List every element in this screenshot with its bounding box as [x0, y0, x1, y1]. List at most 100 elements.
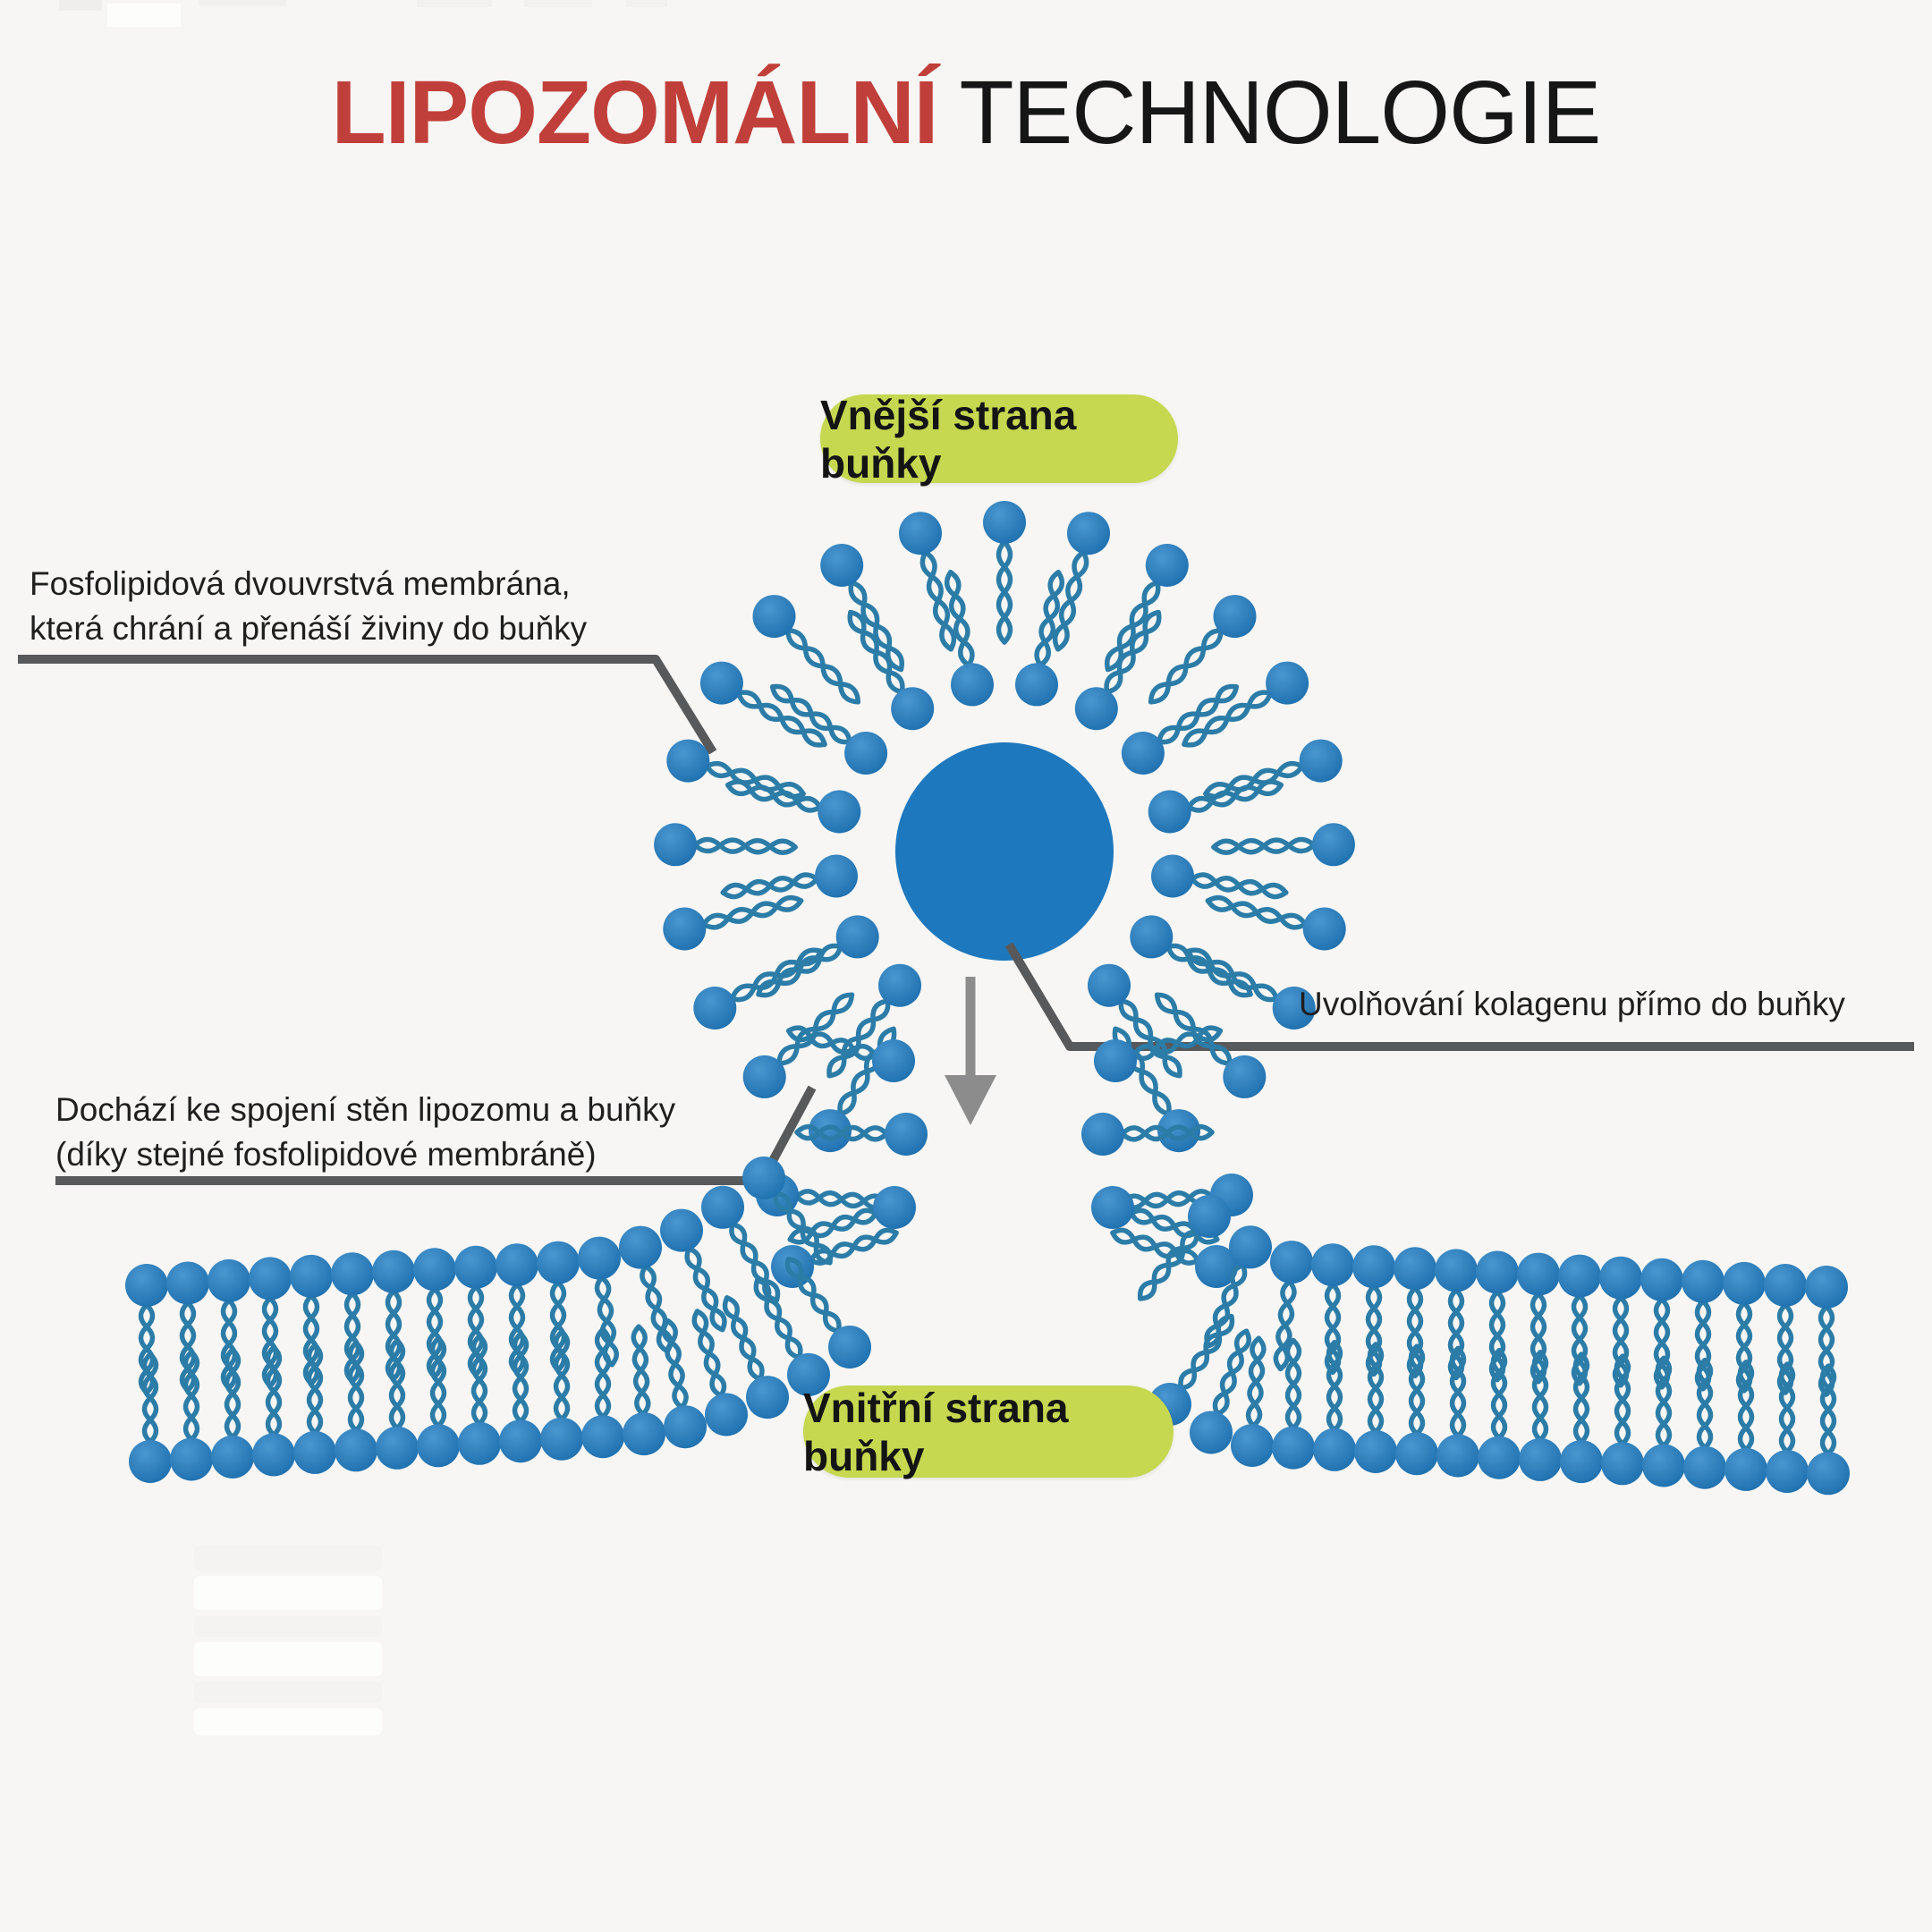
phospholipid-icon [1130, 915, 1253, 998]
phospholipid-icon [752, 595, 861, 705]
phospholipid-icon [623, 1324, 665, 1456]
phospholipid-icon [756, 915, 879, 998]
phospholipid-icon [1211, 823, 1355, 867]
callout-line-membrane [18, 655, 717, 755]
phospholipid-icon [1015, 570, 1065, 707]
phospholipid-icon [899, 512, 957, 652]
phospholipid-icon [619, 1225, 674, 1354]
phospholipid-icon [1640, 1258, 1683, 1390]
phospholipid-icon [578, 1236, 621, 1368]
phospholipid-icon [1766, 1361, 1809, 1494]
phospholipid-icon [1807, 1363, 1850, 1496]
phospholipid-icon [663, 894, 804, 951]
phospholipid-icon [211, 1347, 254, 1479]
annotation-release: Uvolňování kolagenu přímo do buňky [1299, 982, 1845, 1027]
phospholipid-icon [1074, 609, 1162, 731]
phospholipid-icon [1203, 739, 1343, 800]
annotation-fusion-line1: Dochází ke spojení stěn lipozomu a buňky [55, 1091, 676, 1128]
phospholipid-icon [769, 683, 888, 775]
phospholipid-icon [1558, 1254, 1601, 1386]
phospholipid-icon [794, 1113, 928, 1156]
phospholipid-icon [1560, 1352, 1603, 1484]
phospholipid-icon [458, 1334, 501, 1465]
phospholipid-icon [661, 1318, 707, 1449]
phospholipid-icon [540, 1328, 583, 1461]
phospholipid-icon [1436, 1345, 1479, 1478]
phospholipid-icon [1231, 1335, 1274, 1467]
annotation-fusion: Dochází ke spojení stěn lipozomu a buňky… [55, 1088, 675, 1177]
label-inner-side: Vnitřní strana buňky [803, 1384, 1174, 1479]
phospholipid-icon [1190, 1328, 1251, 1454]
phospholipid-icon [826, 963, 921, 1079]
phospholipid-icon [944, 570, 994, 707]
phospholipid-icon [1272, 1337, 1315, 1470]
phospholipid-icon [1105, 544, 1189, 673]
label-outer-side-text: Vnější strana buňky [820, 391, 1077, 487]
phospholipid-icon [847, 609, 935, 731]
phospholipid-icon [1352, 1245, 1395, 1377]
release-arrow-icon [945, 977, 996, 1125]
phospholipid-icon [722, 1295, 789, 1419]
phospholipid-icon [1354, 1342, 1397, 1473]
phospholipid-icon [1148, 779, 1284, 834]
title-rest: TECHNOLOGIE [959, 63, 1601, 163]
phospholipid-icon [1395, 1343, 1438, 1476]
phospholipid-icon [654, 823, 798, 867]
phospholipid-icon [983, 501, 1026, 645]
phospholipid-icon [293, 1343, 336, 1474]
phospholipid-icon [699, 661, 827, 748]
phospholipid-icon [1311, 1243, 1354, 1375]
phospholipid-icon [1148, 595, 1257, 705]
phospholipid-icon [820, 544, 904, 673]
phospholipid-icon [691, 1309, 748, 1436]
phospholipid-icon [1151, 854, 1289, 900]
annotation-membrane: Fosfolipidová dvouvrstvá membrána, která… [30, 562, 587, 651]
phospholipid-icon [208, 1258, 250, 1391]
phospholipid-icon [1683, 1357, 1726, 1489]
phospholipid-icon [693, 947, 823, 1030]
phospholipid-icon [785, 1025, 915, 1082]
phospholipid-icon [1137, 1195, 1231, 1301]
phospholipid-icon [742, 1157, 833, 1266]
phospholipid-icon [753, 1277, 830, 1396]
phospholipid-icon [1805, 1266, 1848, 1397]
collagen-core [895, 742, 1114, 961]
title-accent: LIPOZOMÁLNÍ [331, 63, 939, 163]
annotation-membrane-line1: Fosfolipidová dvouvrstvá membrána, [30, 565, 571, 602]
phospholipid-icon [1642, 1355, 1685, 1487]
phospholipid-icon [666, 739, 806, 800]
phospholipid-icon [1435, 1249, 1478, 1381]
phospholipid-icon [1186, 947, 1316, 1030]
phospholipid-icon [720, 854, 858, 900]
phospholipid-layer [125, 501, 1850, 1496]
phospholipid-icon [499, 1331, 542, 1463]
phospholipid-icon [1517, 1252, 1560, 1385]
phospholipid-icon [129, 1352, 172, 1483]
annotation-release-line1: Uvolňování kolagenu přímo do buňky [1299, 986, 1845, 1022]
callout-line-release [1004, 942, 1914, 1051]
phospholipid-icon [252, 1344, 295, 1477]
label-inner-side-text: Vnitřní strana buňky [803, 1384, 1069, 1479]
phospholipid-icon [1478, 1347, 1521, 1479]
phospholipid-icon [1088, 963, 1182, 1079]
phospholipid-icon [742, 992, 855, 1098]
phospholipid-icon [417, 1335, 460, 1468]
phospholipid-icon [1519, 1350, 1562, 1481]
phospholipid-icon [1394, 1247, 1436, 1379]
phospholipid-icon [170, 1349, 213, 1481]
phospholipid-icon [376, 1338, 419, 1470]
phospholipid-icon [701, 1185, 781, 1303]
phospholipid-icon [1094, 1025, 1224, 1082]
phospholipid-icon [1270, 1241, 1313, 1372]
phospholipid-icon [660, 1208, 727, 1333]
label-outer-side: Vnější strana buňky [820, 392, 1178, 487]
phospholipid-icon [1052, 512, 1110, 652]
phospholipid-icon [784, 1256, 871, 1368]
annotation-membrane-line2: která chrání a přenáší živiny do buňky [30, 610, 588, 647]
phospholipid-icon [1601, 1353, 1644, 1486]
phospholipid-icon [1313, 1340, 1356, 1471]
phospholipid-icon [1121, 683, 1240, 775]
